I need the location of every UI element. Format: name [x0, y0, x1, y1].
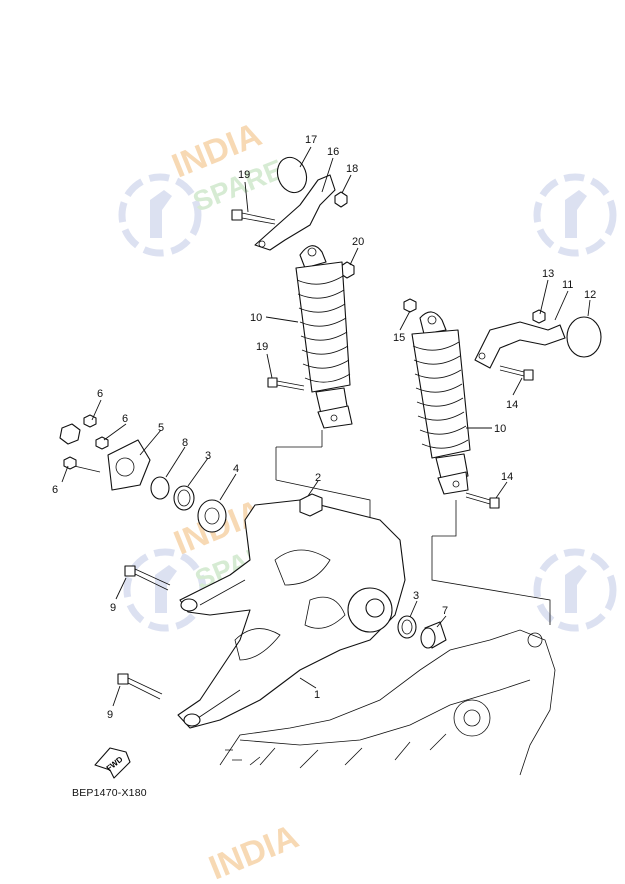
callout-14-upper: 14 [506, 399, 518, 411]
callout-9-upper: 9 [110, 602, 116, 614]
alignment-frame-right [431, 500, 551, 625]
callout-13: 13 [542, 268, 554, 280]
callout-10-left: 10 [250, 312, 262, 324]
callout-19-lower: 19 [256, 341, 268, 353]
swing-arm [177, 493, 406, 729]
callout-20: 20 [352, 236, 364, 248]
callout-9-lower: 9 [107, 709, 113, 721]
callout-10-right: 10 [494, 423, 506, 435]
callout-7: 7 [442, 605, 448, 617]
callout-14-lower: 14 [501, 471, 513, 483]
bolt-14-upper [499, 365, 534, 381]
callout-12: 12 [584, 289, 596, 301]
callout-6-mid: 6 [122, 413, 128, 425]
callout-16: 16 [327, 146, 339, 158]
bolt-9-lower [117, 673, 163, 700]
callout-5: 5 [158, 422, 164, 434]
bolt-19-lower [267, 377, 305, 391]
callout-18: 18 [346, 163, 358, 175]
fwd-direction-arrow: FWD [94, 747, 131, 779]
shock-absorber-left [295, 245, 353, 429]
callout-19-upper: 19 [238, 169, 250, 181]
watermark-logo-lower-right [533, 548, 617, 632]
bolt-9-upper [124, 565, 171, 591]
engine-crankcase [219, 629, 556, 776]
shock-absorber-right [403, 298, 471, 495]
leader-lines [61, 146, 591, 707]
upper-bracket-right [474, 309, 602, 369]
callout-labels: 17 16 18 19 20 10 19 13 11 12 15 14 10 1… [52, 134, 596, 721]
callout-6-low: 6 [52, 484, 58, 496]
callout-1: 1 [314, 689, 320, 701]
callout-17: 17 [305, 134, 317, 146]
alignment-frame-left [275, 430, 371, 520]
callout-6-top: 6 [97, 388, 103, 400]
callout-2: 2 [315, 472, 321, 484]
svg-text:INDIA: INDIA [204, 818, 304, 884]
diagram-reference-code: BEP1470-X180 [72, 787, 147, 799]
watermark-logo-bottom: INDIA [204, 818, 304, 884]
callout-15: 15 [393, 332, 405, 344]
watermark-logo-right [533, 173, 617, 257]
upper-bracket-left [231, 156, 355, 279]
callout-8: 8 [182, 437, 188, 449]
callout-4: 4 [233, 463, 239, 475]
callout-3-right: 3 [413, 590, 419, 602]
watermark-logo-center: INDIA SPARE [118, 116, 288, 257]
callout-11: 11 [562, 279, 573, 291]
bolt-14-lower [465, 492, 500, 509]
seal-3-and-collar-7 [397, 615, 447, 649]
callout-3-left: 3 [205, 450, 211, 462]
plate-5-assembly [59, 414, 227, 533]
